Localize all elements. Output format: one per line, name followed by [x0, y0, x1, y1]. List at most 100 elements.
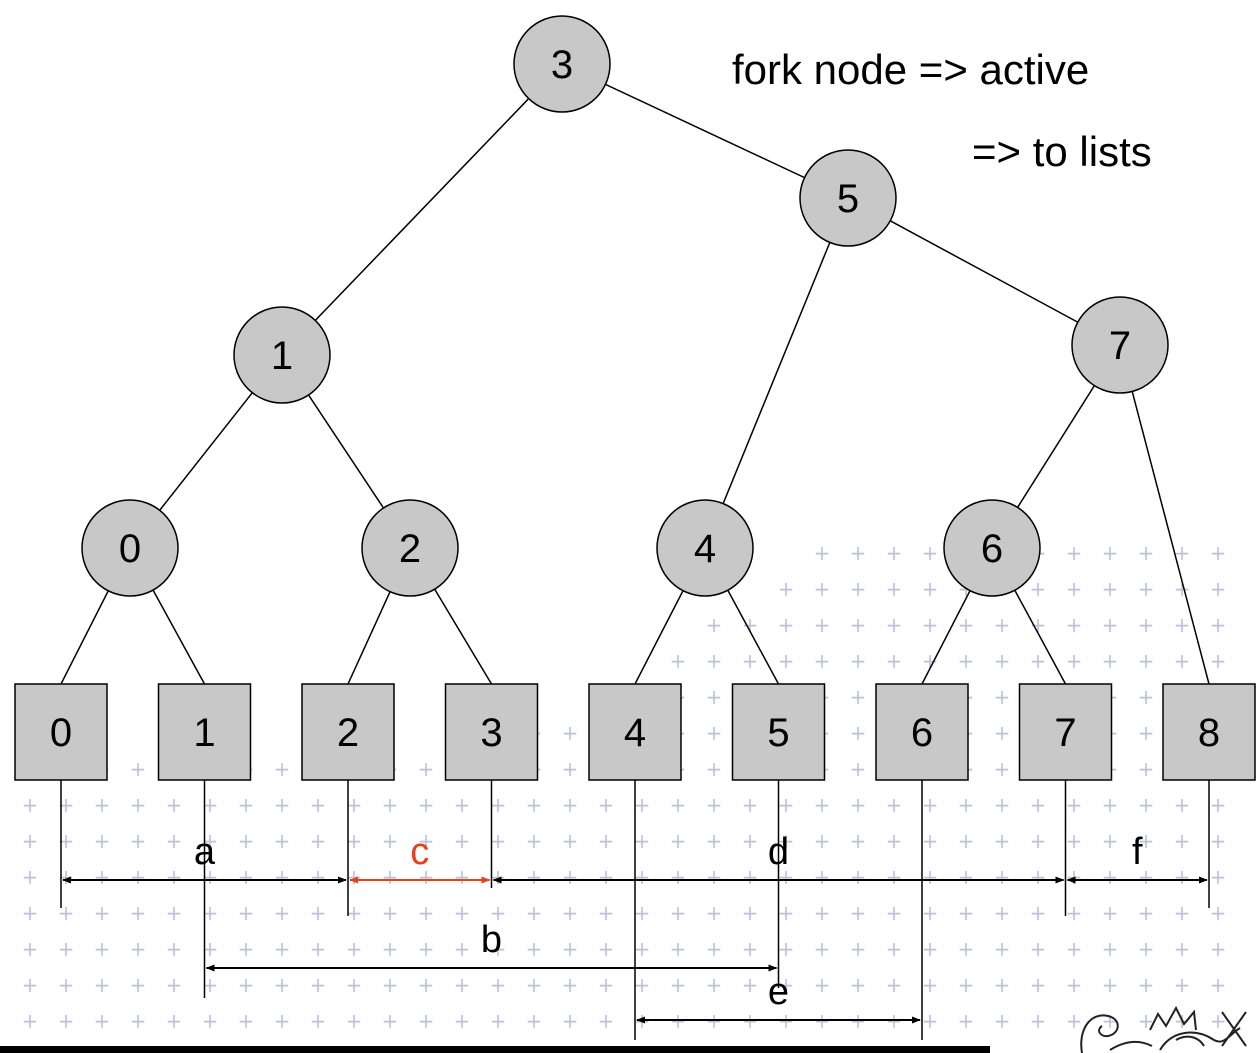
- plus-mark: +: [202, 1009, 219, 1033]
- plus-mark: +: [1174, 649, 1191, 673]
- tree-edge: [847, 197, 1121, 346]
- leaf-box: [1162, 683, 1256, 781]
- plus-mark: +: [814, 613, 831, 637]
- plus-mark: +: [994, 649, 1011, 673]
- plus-mark: +: [1138, 901, 1155, 925]
- plus-mark: +: [778, 829, 795, 853]
- tree-node-circle: [1071, 296, 1169, 394]
- leaf-label: 5: [767, 711, 789, 755]
- plus-mark: +: [670, 973, 687, 997]
- plus-mark: +: [238, 793, 255, 817]
- plus-mark: +: [958, 1009, 975, 1033]
- plus-mark: +: [202, 793, 219, 817]
- plus-mark: +: [1210, 1009, 1227, 1033]
- plus-mark: +: [274, 829, 291, 853]
- plus-mark: +: [1030, 793, 1047, 817]
- plus-mark: +: [634, 937, 651, 961]
- leaf-box: [588, 683, 682, 781]
- plus-mark: +: [310, 793, 327, 817]
- plus-mark: +: [346, 793, 363, 817]
- plus-mark: +: [94, 937, 111, 961]
- plus-mark: +: [814, 541, 831, 565]
- plus-mark: +: [778, 937, 795, 961]
- plus-mark: +: [58, 865, 75, 889]
- tree-node-circle: [943, 499, 1041, 597]
- plus-mark: +: [22, 793, 39, 817]
- plus-mark: +: [742, 973, 759, 997]
- plus-mark: +: [418, 1009, 435, 1033]
- plus-mark: +: [598, 937, 615, 961]
- plus-mark: +: [562, 757, 579, 781]
- plus-mark: +: [742, 649, 759, 673]
- plus-mark: +: [1030, 577, 1047, 601]
- plus-mark: +: [526, 829, 543, 853]
- plus-mark: +: [130, 973, 147, 997]
- plus-mark: +: [706, 685, 723, 709]
- plus-mark: +: [1138, 577, 1155, 601]
- plus-mark: +: [598, 829, 615, 853]
- plus-mark: +: [886, 901, 903, 925]
- plus-mark: +: [1030, 973, 1047, 997]
- plus-mark: +: [1030, 901, 1047, 925]
- plus-mark: +: [346, 1009, 363, 1033]
- plus-mark: +: [526, 937, 543, 961]
- plus-mark: +: [1174, 973, 1191, 997]
- plus-mark: +: [562, 937, 579, 961]
- plus-mark: +: [994, 793, 1011, 817]
- tree-node-label: 4: [694, 527, 716, 571]
- plus-mark: +: [382, 973, 399, 997]
- plus-mark: +: [22, 901, 39, 925]
- leaf-label: 6: [911, 711, 933, 755]
- plus-mark: +: [94, 865, 111, 889]
- tree-node-circle: [656, 499, 754, 597]
- plus-mark: +: [562, 901, 579, 925]
- interval-label-e: e: [768, 971, 789, 1013]
- plus-mark: +: [706, 865, 723, 889]
- plus-mark: +: [418, 829, 435, 853]
- plus-mark: +: [1174, 937, 1191, 961]
- plus-mark: +: [1210, 649, 1227, 673]
- plus-mark: +: [850, 649, 867, 673]
- plus-mark: +: [382, 793, 399, 817]
- plus-mark: +: [922, 937, 939, 961]
- plus-mark: +: [130, 1009, 147, 1033]
- plus-mark: +: [886, 577, 903, 601]
- plus-mark: +: [958, 649, 975, 673]
- leaf-label: 1: [193, 711, 215, 755]
- plus-mark: +: [418, 973, 435, 997]
- plus-mark: +: [382, 1009, 399, 1033]
- tree-node-label: 7: [1109, 324, 1131, 368]
- plus-mark: +: [1138, 685, 1155, 709]
- plus-mark: +: [598, 793, 615, 817]
- plus-mark: +: [490, 829, 507, 853]
- plus-mark: +: [1030, 1009, 1047, 1033]
- plus-mark: +: [418, 937, 435, 961]
- plus-mark: +: [382, 901, 399, 925]
- plus-mark: +: [238, 829, 255, 853]
- plus-mark: +: [1210, 973, 1227, 997]
- plus-mark: +: [166, 1009, 183, 1033]
- plus-mark: +: [634, 901, 651, 925]
- plus-mark: +: [58, 901, 75, 925]
- plus-mark: +: [886, 973, 903, 997]
- plus-mark: +: [526, 1009, 543, 1033]
- annotation-line-1: fork node => active: [732, 46, 1089, 93]
- plus-mark: +: [850, 973, 867, 997]
- plus-mark: +: [202, 901, 219, 925]
- plus-mark: +: [1030, 829, 1047, 853]
- plus-mark: +: [1066, 649, 1083, 673]
- plus-mark: +: [922, 541, 939, 565]
- plus-mark: +: [526, 901, 543, 925]
- plus-mark: +: [22, 973, 39, 997]
- plus-mark: +: [1102, 865, 1119, 889]
- plus-mark: +: [670, 649, 687, 673]
- plus-mark: +: [634, 829, 651, 853]
- plus-mark: +: [1102, 613, 1119, 637]
- plus-mark: +: [1210, 793, 1227, 817]
- plus-mark: +: [346, 829, 363, 853]
- plus-mark: +: [490, 973, 507, 997]
- plus-mark: +: [454, 973, 471, 997]
